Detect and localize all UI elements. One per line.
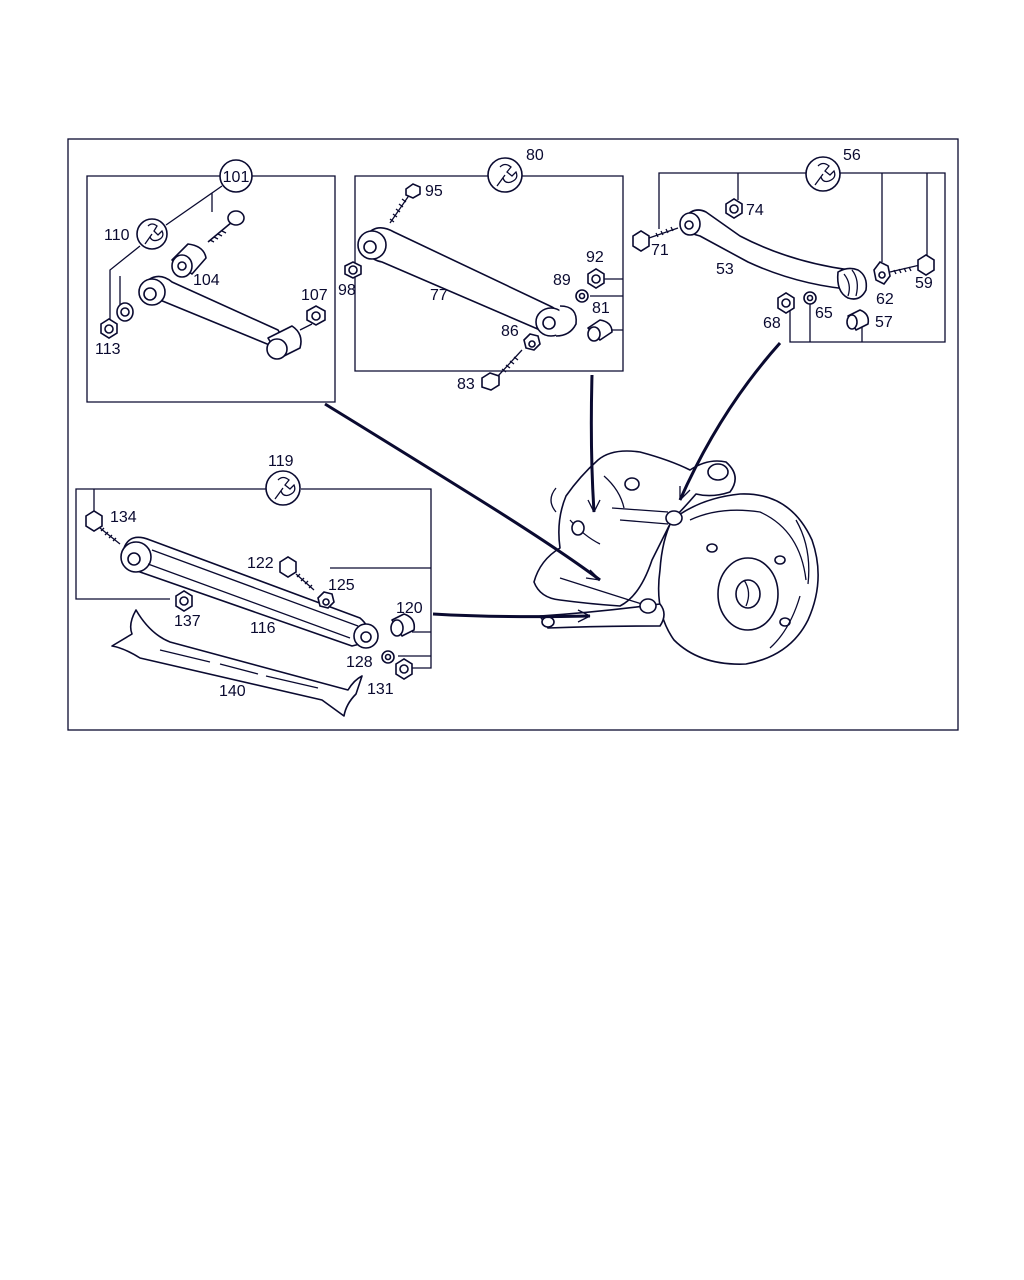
washer — [803, 291, 817, 305]
label-80: 80 — [526, 147, 544, 164]
label-81: 81 — [592, 300, 610, 317]
label-131: 131 — [367, 681, 394, 698]
diagram-frame — [67, 138, 959, 731]
wrench-icon — [265, 470, 301, 506]
control-arm-101 — [138, 275, 313, 360]
label-92: 92 — [586, 249, 604, 266]
label-116: 116 — [250, 620, 276, 637]
rear-axle-assembly — [533, 450, 819, 665]
label-104: 104 — [193, 272, 220, 289]
bolt — [207, 210, 245, 243]
label-101: 101 — [223, 169, 250, 186]
label-83: 83 — [457, 376, 475, 393]
label-122: 122 — [247, 555, 274, 572]
label-119: 119 — [268, 453, 294, 470]
sleeve — [390, 613, 416, 637]
label-74: 74 — [746, 202, 764, 219]
label-77: 77 — [430, 287, 448, 304]
nut — [777, 292, 795, 314]
control-arm-53 — [679, 209, 868, 300]
label-110: 110 — [104, 227, 130, 244]
sleeve — [846, 309, 870, 331]
label-86: 86 — [501, 323, 519, 340]
label-128: 128 — [346, 654, 373, 671]
bolt — [389, 183, 421, 224]
label-65: 65 — [815, 305, 833, 322]
group-101-marker: 101 — [219, 159, 253, 193]
nut — [587, 268, 605, 289]
eccentric-washer — [523, 333, 541, 351]
washer — [575, 289, 589, 303]
label-71: 71 — [651, 242, 669, 259]
wrench-icon — [136, 218, 168, 250]
bolt — [481, 349, 523, 391]
control-arm-77 — [357, 227, 577, 337]
label-125: 125 — [328, 577, 355, 594]
nut — [395, 658, 413, 680]
nut — [306, 305, 326, 326]
label-137: 137 — [174, 613, 201, 630]
label-134: 134 — [110, 509, 137, 526]
group-101: 101 110 104 — [86, 159, 336, 403]
label-68: 68 — [763, 315, 781, 332]
nut — [344, 261, 362, 279]
bolt — [279, 556, 315, 591]
nut — [100, 318, 118, 339]
leader-arrows — [324, 341, 782, 623]
label-107: 107 — [301, 287, 328, 304]
label-89: 89 — [553, 272, 571, 289]
bolt — [85, 510, 121, 545]
label-95: 95 — [425, 183, 443, 200]
bolt — [889, 254, 935, 276]
group-80: 80 95 77 98 92 — [338, 147, 624, 393]
group-56: 56 74 71 53 62 — [632, 147, 946, 343]
bushing — [171, 243, 207, 278]
reinforcement-strip — [111, 609, 363, 717]
washer — [116, 302, 134, 322]
control-arm-116 — [120, 536, 379, 649]
bolt — [632, 226, 679, 252]
wrench-icon — [805, 156, 841, 192]
label-98: 98 — [338, 282, 356, 299]
eccentric-washer — [317, 591, 335, 609]
nut — [175, 590, 193, 612]
label-56: 56 — [843, 147, 861, 164]
label-57: 57 — [875, 314, 893, 331]
label-113: 113 — [95, 341, 121, 358]
label-59: 59 — [915, 275, 933, 292]
sleeve — [587, 319, 613, 342]
label-140: 140 — [219, 683, 246, 700]
wrench-icon — [487, 157, 523, 193]
label-62: 62 — [876, 291, 894, 308]
label-53: 53 — [716, 261, 734, 278]
washer — [381, 650, 395, 664]
label-120: 120 — [396, 600, 423, 617]
nut — [725, 198, 743, 219]
group-119: 119 134 116 122 125 — [75, 453, 432, 717]
eccentric-washer — [873, 260, 891, 286]
